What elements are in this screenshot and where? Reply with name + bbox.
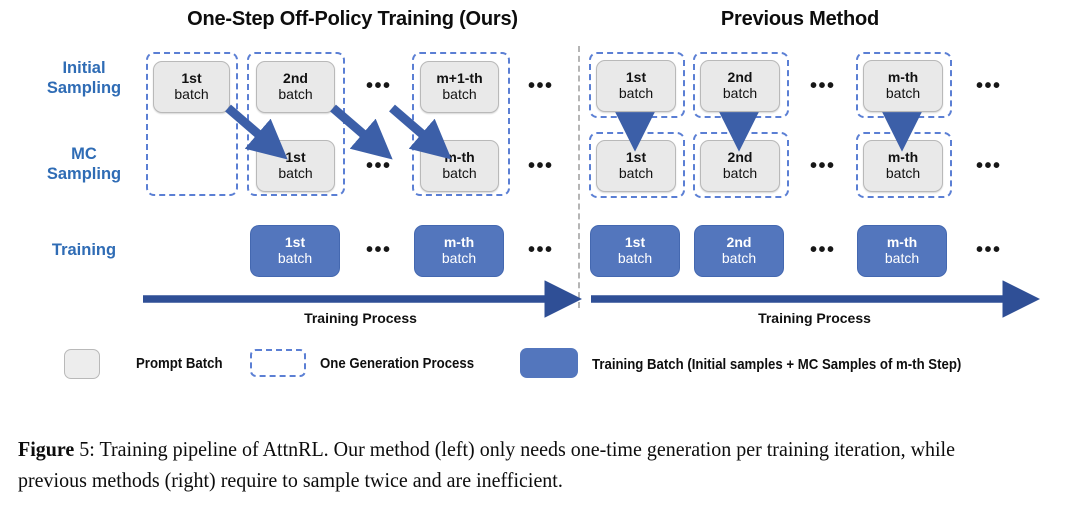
prompt-box-prev-initial-2[interactable]: 2nd batch	[700, 60, 780, 112]
training-process-label-previous: Training Process	[758, 310, 871, 326]
caption-number: 5:	[74, 437, 100, 461]
prompt-box-prev-initial-1[interactable]: 1st batch	[596, 60, 676, 112]
ellipsis-ours-training-mid: •••	[366, 239, 392, 261]
prompt-box-prev-mc-2[interactable]: 2nd batch	[700, 140, 780, 192]
box-line2: batch	[278, 165, 313, 181]
ellipsis-prev-mc-end: •••	[976, 155, 1002, 177]
box-line2: batch	[885, 85, 921, 101]
training-box-ours-1[interactable]: 1st batch	[250, 225, 340, 277]
legend-swatch-training-batch	[520, 348, 578, 378]
box-line2: batch	[442, 86, 477, 102]
box-line1: 2nd	[727, 69, 753, 86]
row-label-line1: Initial	[62, 59, 106, 77]
box-line1: 1st	[284, 234, 306, 251]
row-label-line1: MC	[71, 145, 97, 163]
ellipsis-prev-training-end: •••	[976, 239, 1002, 261]
ellipsis-prev-mc-mid: •••	[810, 155, 836, 177]
box-line1: 1st	[285, 149, 306, 166]
box-line1: 2nd	[727, 149, 753, 166]
box-line2: batch	[885, 165, 921, 181]
box-line2: batch	[617, 250, 653, 266]
box-line2: batch	[441, 250, 477, 266]
box-line1: 1st	[625, 69, 647, 86]
box-line1: 1st	[625, 149, 647, 166]
ellipsis-ours-initial-mid: •••	[366, 75, 392, 97]
box-line1: 1st	[624, 234, 646, 251]
ellipsis-prev-training-mid: •••	[810, 239, 836, 261]
box-line2: batch	[721, 250, 757, 266]
box-line1: m-th	[444, 149, 475, 166]
legend-label-training-batch: Training Batch (Initial samples + MC Sam…	[592, 356, 962, 373]
box-line1: 2nd	[283, 70, 308, 87]
training-box-ours-2[interactable]: m-th batch	[414, 225, 504, 277]
ellipsis-ours-mc-end: •••	[528, 155, 554, 177]
prompt-box-ours-mc-1[interactable]: 1st batch	[256, 140, 335, 192]
panel-title-previous: Previous Method	[720, 8, 880, 30]
box-line1: m-th	[443, 234, 475, 251]
prompt-box-ours-mc-2[interactable]: m-th batch	[420, 140, 499, 192]
prompt-box-ours-initial-2[interactable]: 2nd batch	[256, 61, 335, 113]
figure-caption: Figure 5: Training pipeline of AttnRL. O…	[18, 434, 991, 496]
box-line2: batch	[722, 165, 758, 181]
prompt-box-ours-initial-1[interactable]: 1st batch	[153, 61, 230, 113]
box-line1: 1st	[181, 70, 202, 87]
row-label-line1: Training	[51, 241, 117, 259]
prompt-box-ours-initial-3[interactable]: m+1-th batch	[420, 61, 499, 113]
prompt-box-prev-initial-3[interactable]: m-th batch	[863, 60, 943, 112]
row-label-line2: Sampling	[46, 79, 122, 98]
legend-label-prompt-batch: Prompt Batch	[136, 355, 223, 372]
box-line1: m-th	[887, 149, 919, 166]
box-line1: m-th	[887, 69, 919, 86]
box-line1: m+1-th	[436, 70, 483, 87]
panel-divider	[578, 46, 580, 308]
legend-swatch-prompt-batch	[64, 349, 100, 379]
ellipsis-ours-initial-end: •••	[528, 75, 554, 97]
training-process-label-ours: Training Process	[304, 310, 417, 326]
box-line2: batch	[722, 85, 758, 101]
panel-title-ours: One-Step Off-Policy Training (Ours)	[187, 8, 518, 30]
box-line2: batch	[277, 250, 313, 266]
box-line2: batch	[618, 85, 654, 101]
ellipsis-ours-training-end: •••	[528, 239, 554, 261]
ellipsis-ours-mc-mid: •••	[366, 155, 392, 177]
training-box-prev-3[interactable]: m-th batch	[857, 225, 947, 277]
legend-swatch-one-generation-process	[250, 349, 306, 377]
prompt-box-prev-mc-1[interactable]: 1st batch	[596, 140, 676, 192]
row-label-initial-sampling: Initial Sampling	[28, 58, 140, 98]
legend-label-one-generation-process: One Generation Process	[320, 355, 475, 372]
training-box-prev-2[interactable]: 2nd batch	[694, 225, 784, 277]
box-line2: batch	[618, 165, 654, 181]
ellipsis-prev-initial-mid: •••	[810, 75, 836, 97]
row-label-line2: Sampling	[46, 165, 122, 184]
prompt-box-prev-mc-3[interactable]: m-th batch	[863, 140, 943, 192]
caption-figure-word: Figure	[18, 437, 75, 461]
box-line2: batch	[278, 86, 313, 102]
ellipsis-prev-initial-end: •••	[976, 75, 1002, 97]
row-label-training: Training	[28, 240, 140, 260]
box-line2: batch	[442, 165, 477, 181]
row-label-mc-sampling: MC Sampling	[28, 144, 140, 184]
box-line2: batch	[174, 86, 209, 102]
box-line1: 2nd	[726, 234, 752, 251]
box-line1: m-th	[886, 234, 918, 251]
box-line2: batch	[884, 250, 920, 266]
caption-text: Training pipeline of AttnRL. Our method …	[18, 437, 955, 492]
training-box-prev-1[interactable]: 1st batch	[590, 225, 680, 277]
